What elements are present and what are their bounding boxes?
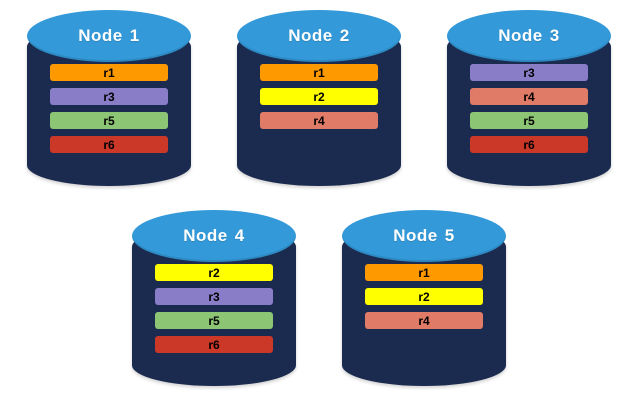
shard-bar-r3[interactable]: r3: [50, 88, 168, 105]
shard-bar-r4[interactable]: r4: [470, 88, 588, 105]
node-title: Node 4: [183, 226, 244, 246]
node-cylinder-1[interactable]: Node 1 r1 r3 r5 r6: [19, 8, 199, 196]
cylinder-top-ellipse: Node 3: [447, 10, 611, 62]
node-cylinder-5[interactable]: Node 5 r1 r2 r4: [334, 208, 514, 396]
shard-list: r3 r4 r5 r6: [447, 64, 611, 153]
node-title-number: 4: [234, 226, 245, 245]
shard-bar-r1[interactable]: r1: [50, 64, 168, 81]
shard-bar-r5[interactable]: r5: [155, 312, 273, 329]
node-title-word: Node: [498, 26, 543, 45]
shard-bar-r3[interactable]: r3: [155, 288, 273, 305]
shard-bar-r4[interactable]: r4: [365, 312, 483, 329]
shard-bar-r5[interactable]: r5: [50, 112, 168, 129]
node-title-number: 1: [129, 26, 140, 45]
node-row-bottom: Node 4 r2 r3 r5 r6 Node 5 r1 r2 r4: [0, 208, 638, 396]
node-title: Node 5: [393, 226, 454, 246]
shard-list: r1 r3 r5 r6: [27, 64, 191, 153]
shard-bar-r2[interactable]: r2: [260, 88, 378, 105]
node-title-word: Node: [393, 226, 438, 245]
shard-bar-r4[interactable]: r4: [260, 112, 378, 129]
shard-list: r1 r2 r4: [237, 64, 401, 129]
node-title: Node 2: [288, 26, 349, 46]
cylinder-top-ellipse: Node 2: [237, 10, 401, 62]
node-row-top: Node 1 r1 r3 r5 r6 Node 2 r1 r2 r4 Node 3 r3 r4 r5 r6: [0, 8, 638, 196]
shard-bar-r3[interactable]: r3: [470, 64, 588, 81]
node-title: Node 3: [498, 26, 559, 46]
shard-bar-r2[interactable]: r2: [365, 288, 483, 305]
node-title-word: Node: [288, 26, 333, 45]
shard-bar-r2[interactable]: r2: [155, 264, 273, 281]
cylinder-top-ellipse: Node 1: [27, 10, 191, 62]
shard-bar-r1[interactable]: r1: [260, 64, 378, 81]
shard-list: r1 r2 r4: [342, 264, 506, 329]
node-cylinder-2[interactable]: Node 2 r1 r2 r4: [229, 8, 409, 196]
shard-bar-r1[interactable]: r1: [365, 264, 483, 281]
node-cylinder-4[interactable]: Node 4 r2 r3 r5 r6: [124, 208, 304, 396]
node-cylinder-3[interactable]: Node 3 r3 r4 r5 r6: [439, 8, 619, 196]
cylinder-top-ellipse: Node 5: [342, 210, 506, 262]
cylinder-top-ellipse: Node 4: [132, 210, 296, 262]
node-title-word: Node: [183, 226, 228, 245]
shard-list: r2 r3 r5 r6: [132, 264, 296, 353]
shard-bar-r6[interactable]: r6: [155, 336, 273, 353]
shard-bar-r5[interactable]: r5: [470, 112, 588, 129]
node-title-number: 2: [339, 26, 350, 45]
shard-bar-r6[interactable]: r6: [470, 136, 588, 153]
node-title-number: 5: [444, 226, 455, 245]
node-title-number: 3: [549, 26, 560, 45]
shard-bar-r6[interactable]: r6: [50, 136, 168, 153]
node-title: Node 1: [78, 26, 139, 46]
node-title-word: Node: [78, 26, 123, 45]
